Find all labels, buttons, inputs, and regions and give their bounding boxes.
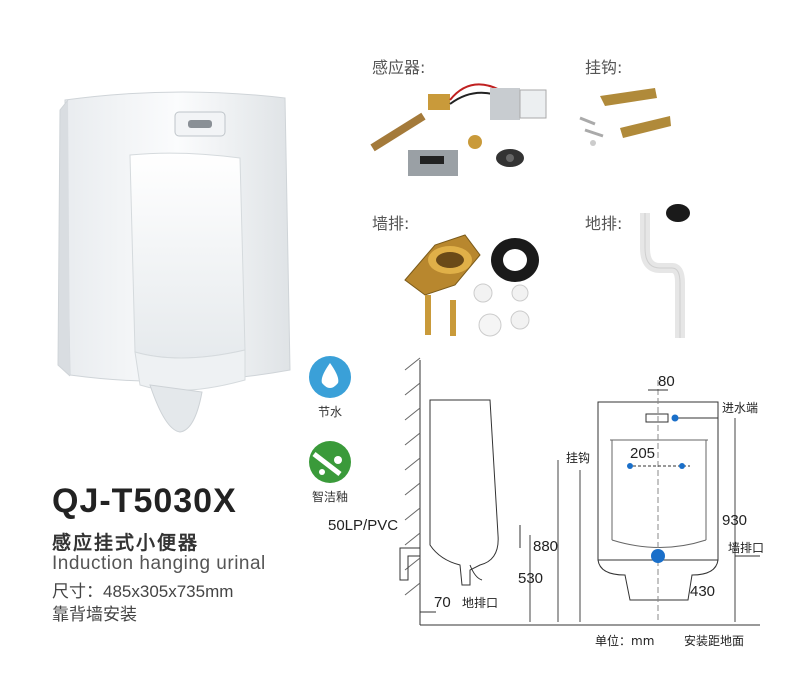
wall-drain-label: 墙排: xyxy=(372,214,410,233)
product-name-cn: 感应挂式小便器 xyxy=(52,532,200,554)
dim-530: 530 xyxy=(518,570,543,587)
water-saving-label: 节水 xyxy=(317,405,342,419)
dim-205: 205 xyxy=(630,445,655,462)
floor-drain-port-label: 地排口 xyxy=(462,596,498,610)
dim-70: 70 xyxy=(434,594,451,611)
dim-80: 80 xyxy=(658,373,675,390)
hook-image xyxy=(575,78,675,158)
hook-label: 挂钩: xyxy=(585,58,623,77)
product-size: 尺寸：485x305x735mm xyxy=(52,582,234,601)
dim-880: 880 xyxy=(533,538,558,555)
hook-drawing-label: 挂钩 xyxy=(566,451,590,465)
wall-drain-port-label: 墙排口 xyxy=(728,541,764,555)
smart-glaze-badge: 智洁釉 xyxy=(300,440,360,505)
sensor-label: 感应器: xyxy=(372,58,426,77)
install-type: 靠背墙安装 xyxy=(52,605,137,624)
install-height-note: 安装距地面 xyxy=(684,633,744,648)
inlet-label: 进水端 xyxy=(722,401,758,415)
water-saving-badge: 节水 xyxy=(300,355,360,420)
unit-label: 单位：mm xyxy=(595,633,654,648)
sensor-kit-image xyxy=(360,70,560,190)
pipe-label: 50LP/PVC xyxy=(328,517,398,534)
water-drop-icon xyxy=(309,356,351,398)
floor-drain-image xyxy=(630,198,700,348)
smart-glaze-label: 智洁釉 xyxy=(311,490,348,504)
urinal-photo xyxy=(40,80,310,440)
product-name-en: Induction hanging urinal xyxy=(52,553,266,574)
wall-drain-image xyxy=(395,215,555,345)
model-number: QJ-T5030X xyxy=(52,482,237,520)
dim-430: 430 xyxy=(690,583,715,600)
glaze-icon xyxy=(309,441,351,483)
floor-drain-label: 地排: xyxy=(585,214,623,233)
dim-930: 930 xyxy=(722,512,747,529)
